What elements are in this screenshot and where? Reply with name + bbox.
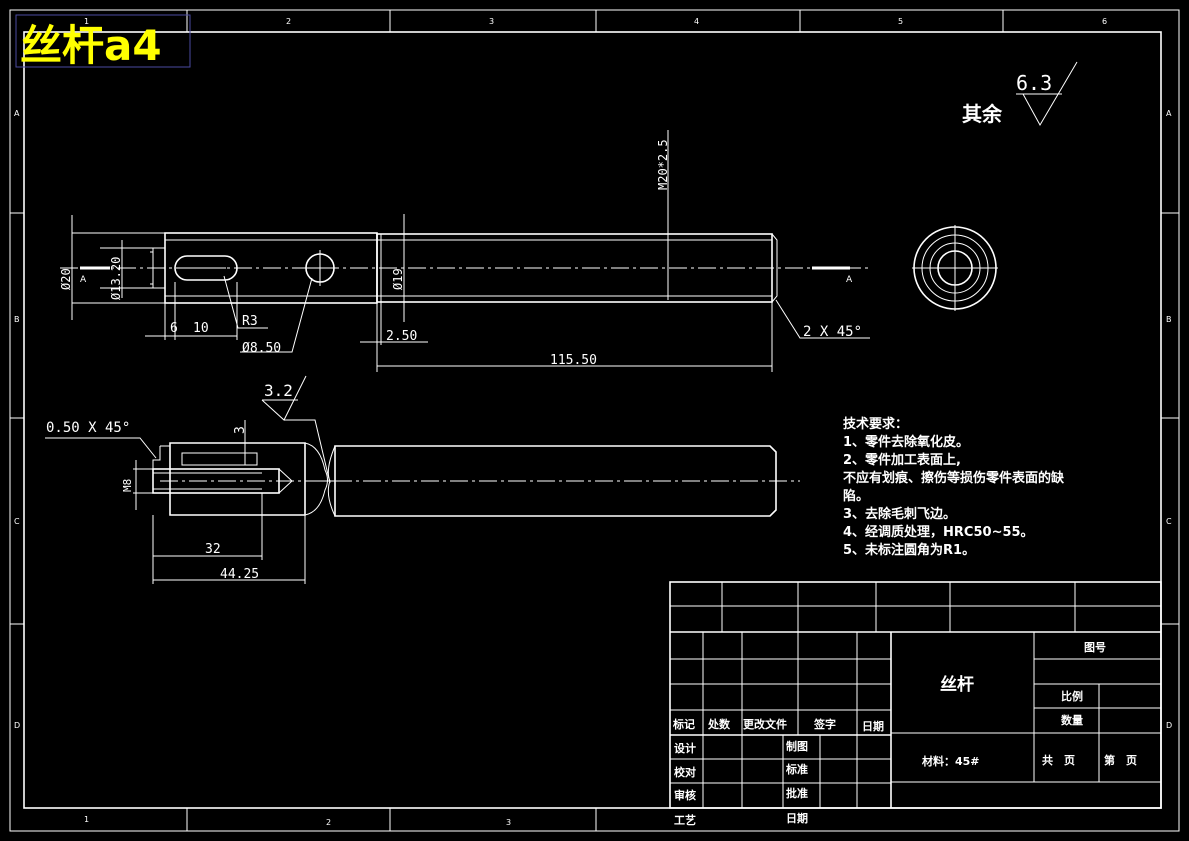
keyway-slot	[174, 255, 238, 281]
zone-top-4: 4	[694, 17, 699, 26]
zone-bottom-2: 2	[326, 818, 331, 827]
dim-d13: Ø13.20	[109, 257, 123, 300]
dim-d8: Ø8.50	[242, 341, 281, 356]
rev-col-sign: 签字	[813, 717, 836, 731]
role-check: 校对	[674, 765, 696, 779]
section-a-right: A	[846, 275, 853, 285]
quantity-label: 数量	[1061, 713, 1083, 727]
zone-left-c: C	[14, 517, 20, 526]
outer-frame	[9, 9, 1180, 832]
zone-bottom-1: 1	[84, 815, 89, 824]
roughness-local-value: 3.2	[264, 381, 293, 400]
zone-right-a: A	[1166, 109, 1172, 118]
zone-top-1: 1	[84, 17, 89, 26]
role-review: 审核	[674, 788, 696, 802]
roughness-value: 6.3	[1016, 71, 1052, 95]
dim-3: 3	[233, 426, 248, 434]
note-4: 4、经调质处理，HRC50~55。	[843, 524, 1034, 540]
scale-label: 比例	[1061, 689, 1083, 703]
main-view-dimensions: Ø20 Ø13.20 Ø19 M20*2.5 6 10 R3 Ø8.50 2.5…	[59, 130, 870, 372]
section-a-left: A	[80, 275, 87, 285]
note-2b: 不应有划痕、擦伤等损伤零件表面的缺	[843, 470, 1065, 486]
note-2c: 陷。	[843, 488, 869, 504]
note-5: 5、未标注圆角为R1。	[843, 542, 975, 558]
role-design: 设计	[674, 741, 696, 755]
zone-right-d: D	[1166, 721, 1172, 730]
shaft-main-view: A A	[60, 232, 870, 304]
shaft-section-view	[152, 442, 800, 517]
role-approve: 批准	[786, 786, 808, 800]
notes-title: 技术要求：	[843, 416, 908, 432]
dim-m20: M20*2.5	[656, 139, 670, 190]
roughness-default: 其余 6.3	[962, 61, 1078, 127]
title-block	[669, 581, 1162, 809]
dim-d20: Ø20	[59, 268, 73, 290]
dim-d19: Ø19	[391, 268, 405, 290]
title-stamp-box	[15, 14, 191, 68]
rev-col-file: 更改文件	[743, 717, 787, 731]
role-process: 工艺	[674, 813, 696, 827]
section-view-dimensions: 0.50 X 45° 3 M8 32 44.25 3.2	[45, 375, 331, 584]
zone-ticks-top	[186, 10, 1004, 32]
dim-r3: R3	[242, 314, 258, 329]
rev-col-count: 处数	[707, 717, 731, 731]
rev-col-date: 日期	[862, 719, 884, 733]
drawing-no-label: 图号	[1084, 641, 1106, 654]
dim-2-50: 2.50	[386, 329, 417, 344]
inner-frame	[23, 31, 1162, 809]
header-title: 丝杆a4	[20, 21, 162, 70]
note-3: 3、去除毛刺飞边。	[843, 506, 956, 522]
zone-ticks-bottom	[186, 808, 597, 831]
note-1: 1、零件去除氧化皮。	[843, 434, 969, 450]
zone-top-3: 3	[489, 17, 494, 26]
zone-bottom-3: 3	[506, 818, 511, 827]
dim-32: 32	[205, 542, 221, 557]
role-draw: 制图	[786, 739, 808, 753]
roughness-label: 其余	[962, 102, 1003, 126]
dim-chamfer: 2 X 45°	[803, 324, 862, 340]
dim-chamfer-small: 0.50 X 45°	[46, 420, 130, 436]
zone-left-b: B	[14, 315, 20, 324]
zone-top-6: 6	[1102, 17, 1107, 26]
rev-col-mark: 标记	[672, 717, 695, 731]
zone-top-5: 5	[898, 17, 903, 26]
zone-top-2: 2	[286, 17, 291, 26]
material: 材料：45#	[922, 754, 980, 768]
dim-10: 10	[193, 321, 209, 336]
part-name: 丝杆	[940, 674, 974, 695]
sheets-total: 共 页	[1042, 753, 1075, 767]
dim-115-50: 115.50	[550, 353, 597, 368]
zone-left-d: D	[14, 721, 20, 730]
shaft-end-view	[912, 225, 998, 311]
dim-6: 6	[170, 321, 178, 336]
zone-ticks-sides	[10, 212, 1179, 625]
role-date: 日期	[786, 811, 808, 825]
dim-44-25: 44.25	[220, 567, 259, 582]
tech-notes: 技术要求： 1、零件去除氧化皮。 2、零件加工表面上, 不应有划痕、擦伤等损伤零…	[843, 416, 1065, 558]
note-2: 2、零件加工表面上,	[843, 452, 961, 468]
zone-right-c: C	[1166, 517, 1172, 526]
zone-right-b: B	[1166, 315, 1172, 324]
sheet-number: 第 页	[1104, 753, 1137, 767]
role-standard: 标准	[785, 762, 808, 776]
zone-left-a: A	[14, 109, 20, 118]
dim-m8: M8	[121, 479, 134, 492]
